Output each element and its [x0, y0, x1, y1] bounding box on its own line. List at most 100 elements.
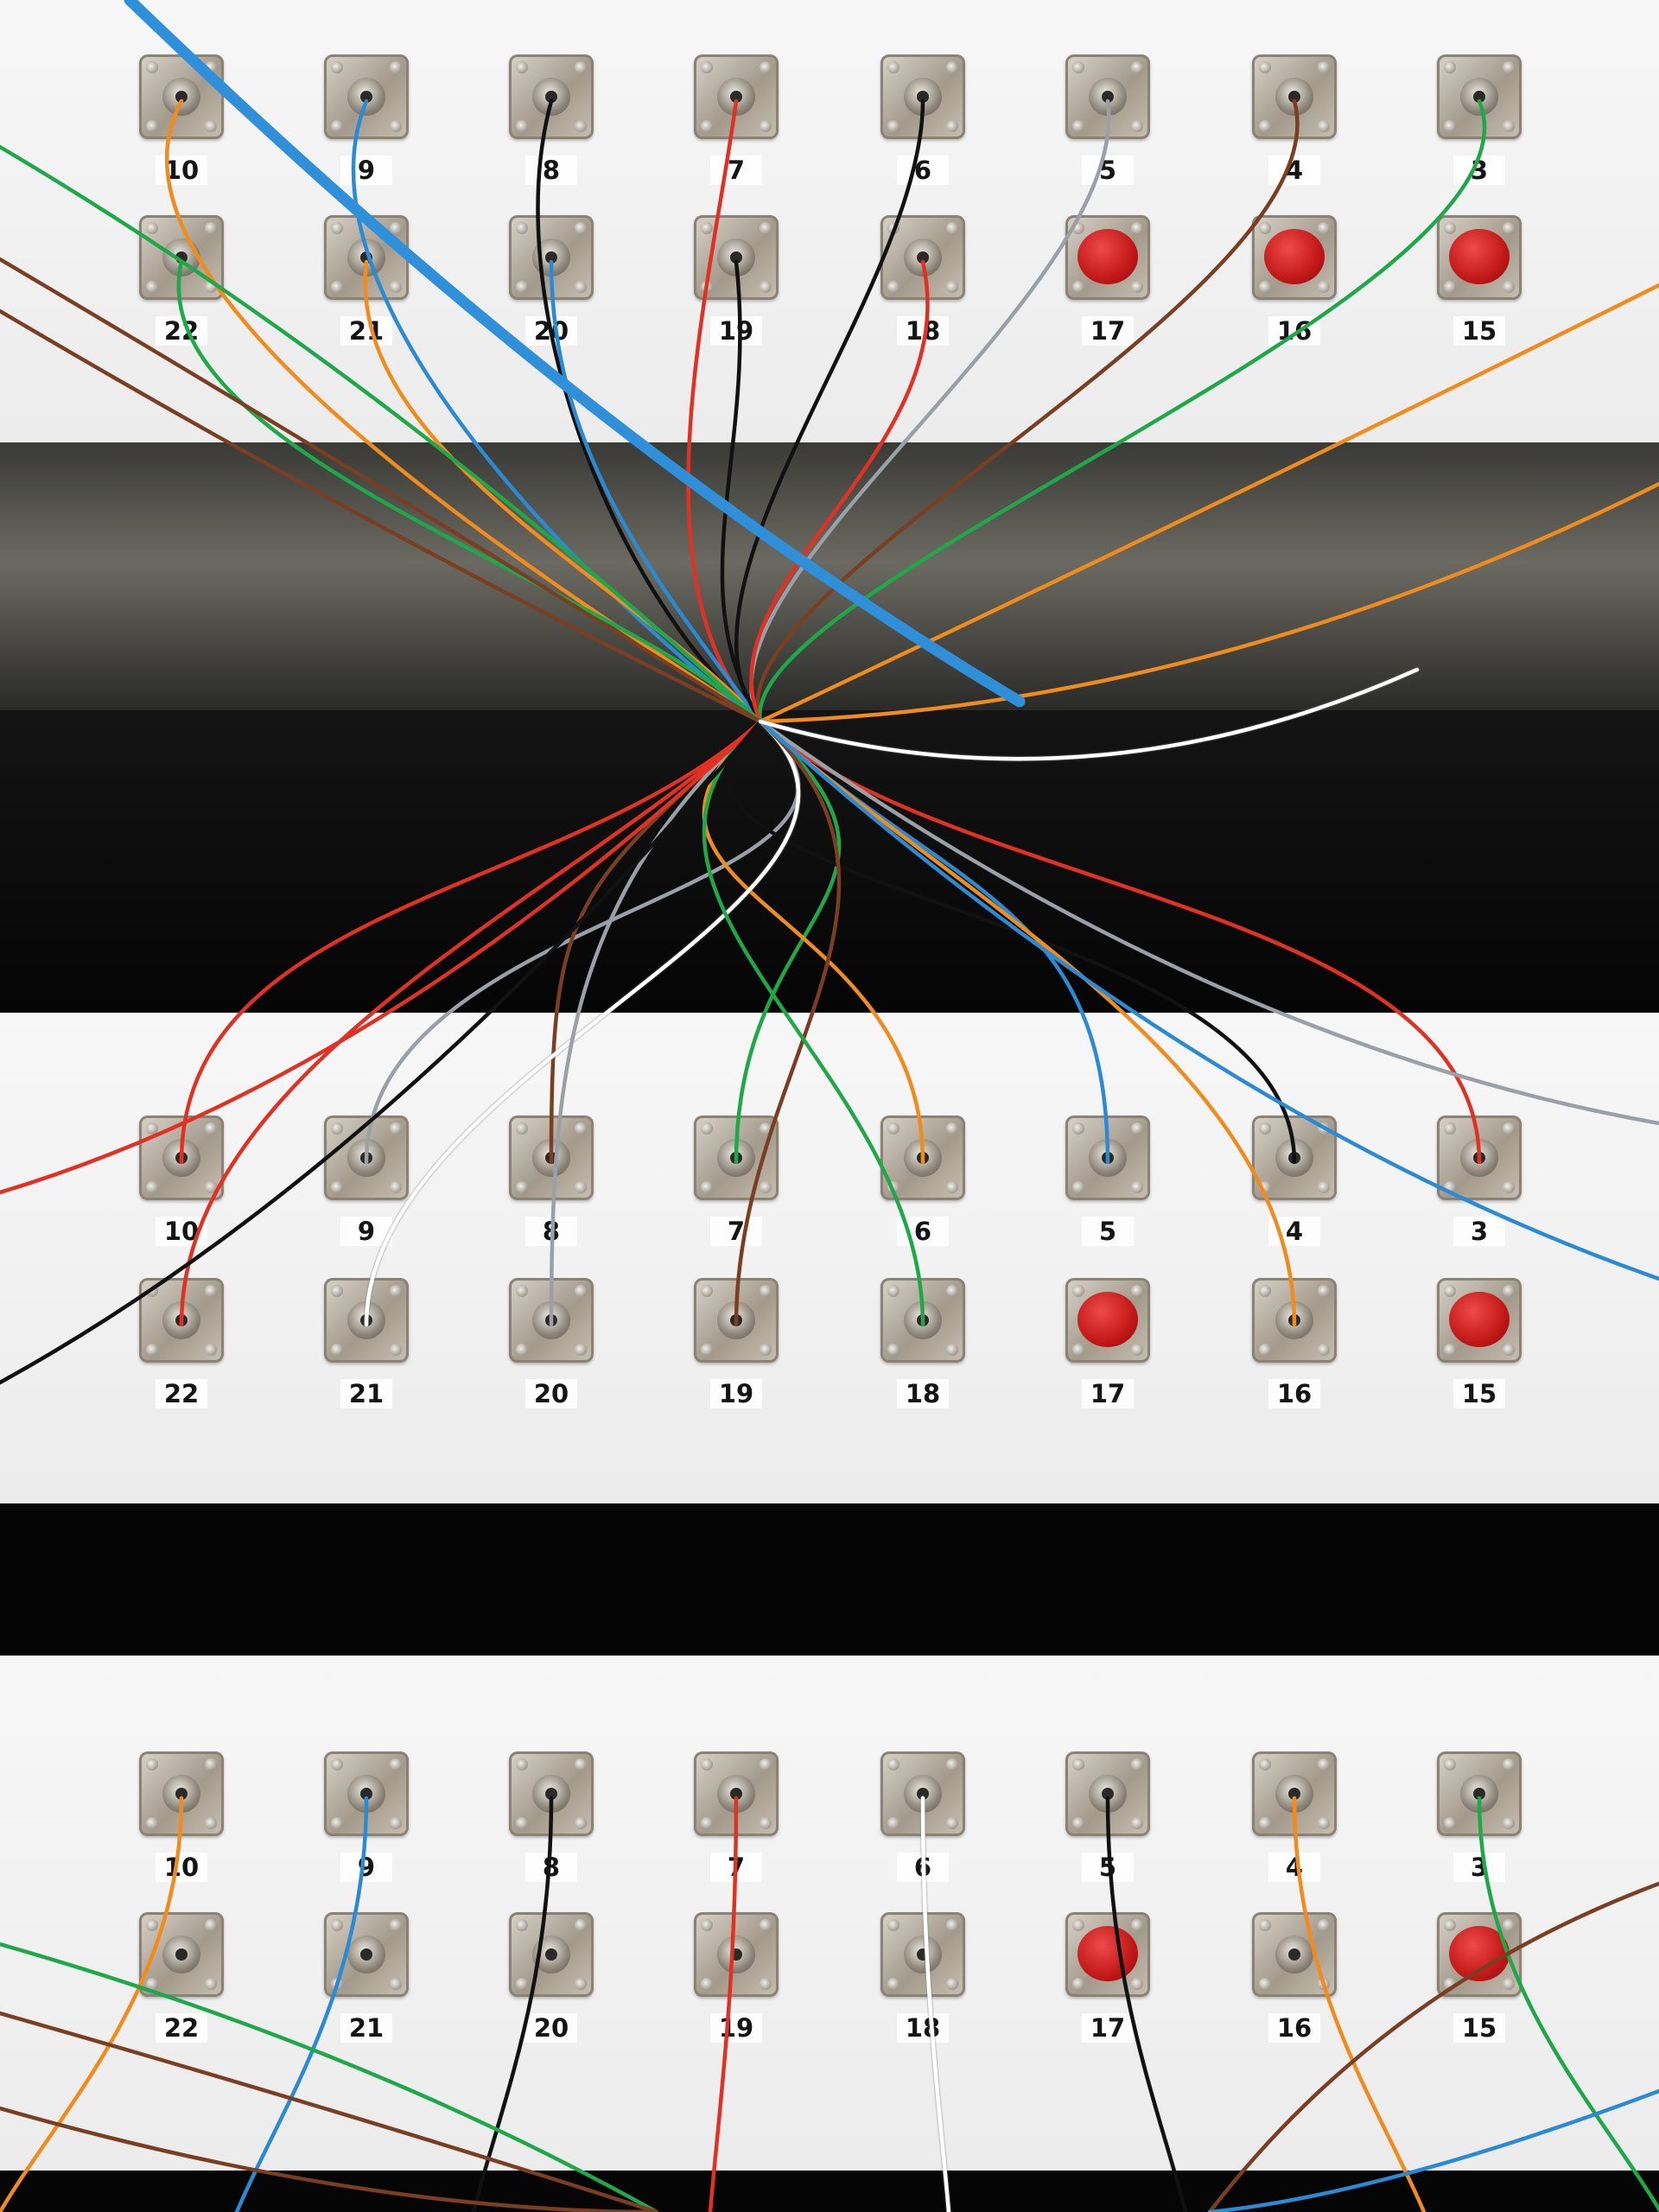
screw [1131, 1285, 1143, 1297]
port-number-label: 9 [340, 156, 392, 185]
connector-ferrule [904, 78, 942, 116]
screw [575, 1919, 587, 1931]
patch-wire [758, 667, 1420, 761]
screw [1503, 281, 1515, 293]
connector-ferrule [162, 1775, 200, 1813]
screw [575, 222, 587, 234]
port-number-label: 15 [1453, 1379, 1505, 1408]
screw [1444, 61, 1456, 73]
screw [1131, 281, 1143, 293]
patch-wire [920, 1796, 951, 2212]
blue-network-cable [124, 0, 1026, 708]
port-number-label: 16 [1268, 1379, 1320, 1408]
port-number-label: 20 [525, 1379, 577, 1408]
red-dust-cap [1077, 1926, 1138, 1981]
capped-port [1437, 215, 1522, 300]
port-number-label: 5 [1082, 156, 1134, 185]
screw [701, 1122, 713, 1135]
screw [1318, 222, 1330, 234]
red-dust-cap [1449, 1292, 1510, 1347]
fiber-port [694, 1912, 779, 1997]
screw [1318, 1758, 1330, 1770]
patch-wire [364, 719, 801, 1327]
screw [760, 120, 772, 132]
patch-panel-middle [0, 1013, 1659, 1503]
patch-wire [0, 257, 763, 724]
capped-port [1065, 215, 1150, 300]
screw [575, 1181, 587, 1193]
screw [390, 281, 402, 293]
screw [1072, 1978, 1084, 1990]
screw [390, 61, 402, 73]
patch-wire [758, 719, 1659, 1126]
screw [146, 120, 158, 132]
screw [1259, 120, 1271, 132]
screw [1131, 1758, 1143, 1770]
screw [1131, 120, 1143, 132]
screw [887, 281, 899, 293]
port-number-label: 16 [1268, 316, 1320, 346]
screw [331, 1919, 343, 1931]
screw [390, 1817, 402, 1829]
port-number-label: 17 [1082, 2013, 1134, 2043]
port-number-label: 7 [710, 156, 762, 185]
screw [331, 61, 343, 73]
screw [575, 61, 587, 73]
capped-port [1065, 1912, 1150, 1997]
screw [516, 281, 528, 293]
screw [390, 1122, 402, 1135]
port-number-label: 22 [156, 2013, 207, 2043]
connector-ferrule [347, 1936, 385, 1974]
screw [331, 1181, 343, 1193]
screw [760, 1978, 772, 1990]
screw [887, 61, 899, 73]
patch-wire [351, 99, 763, 724]
screw [1503, 1285, 1515, 1297]
screw [205, 1122, 217, 1135]
port-number-label: 22 [156, 316, 207, 346]
red-dust-cap [1264, 229, 1325, 284]
screw [516, 1817, 528, 1829]
patch-wire [702, 719, 925, 1165]
screw [1444, 1285, 1456, 1297]
port-number-label: 5 [1082, 1217, 1134, 1246]
screw [946, 1285, 958, 1297]
screw [516, 222, 528, 234]
screw [1444, 1344, 1456, 1356]
port-number-label: 22 [156, 1379, 207, 1408]
screw [946, 1181, 958, 1193]
connector-ferrule [1275, 1936, 1313, 1974]
port-number-label: 6 [897, 1217, 949, 1246]
port-number-label: 8 [525, 156, 577, 185]
screw [760, 1285, 772, 1297]
port-number-label: 3 [1453, 1853, 1505, 1882]
screw [1131, 1919, 1143, 1931]
screw [946, 1919, 958, 1931]
screw [946, 1817, 958, 1829]
screw [516, 1978, 528, 1990]
screw [331, 1285, 343, 1297]
screw [575, 281, 587, 293]
fiber-port [880, 1912, 965, 1997]
port-number-label: 21 [340, 2013, 392, 2043]
screw [760, 1181, 772, 1193]
screw [146, 1978, 158, 1990]
port-number-label: 15 [1453, 2013, 1505, 2043]
screw [1072, 61, 1084, 73]
screw [1072, 1919, 1084, 1931]
screw [1444, 1122, 1456, 1135]
patch-wire [1207, 2088, 1659, 2212]
screw [1131, 222, 1143, 234]
patch-wire [727, 719, 1297, 1165]
capped-port [1252, 215, 1337, 300]
fiber-port [324, 215, 409, 300]
screw [1503, 1978, 1515, 1990]
screw [575, 1817, 587, 1829]
screw [331, 120, 343, 132]
screw [701, 1758, 713, 1770]
screw [1259, 1919, 1271, 1931]
connector-ferrule [347, 78, 385, 116]
screw [575, 1344, 587, 1356]
screw [887, 120, 899, 132]
